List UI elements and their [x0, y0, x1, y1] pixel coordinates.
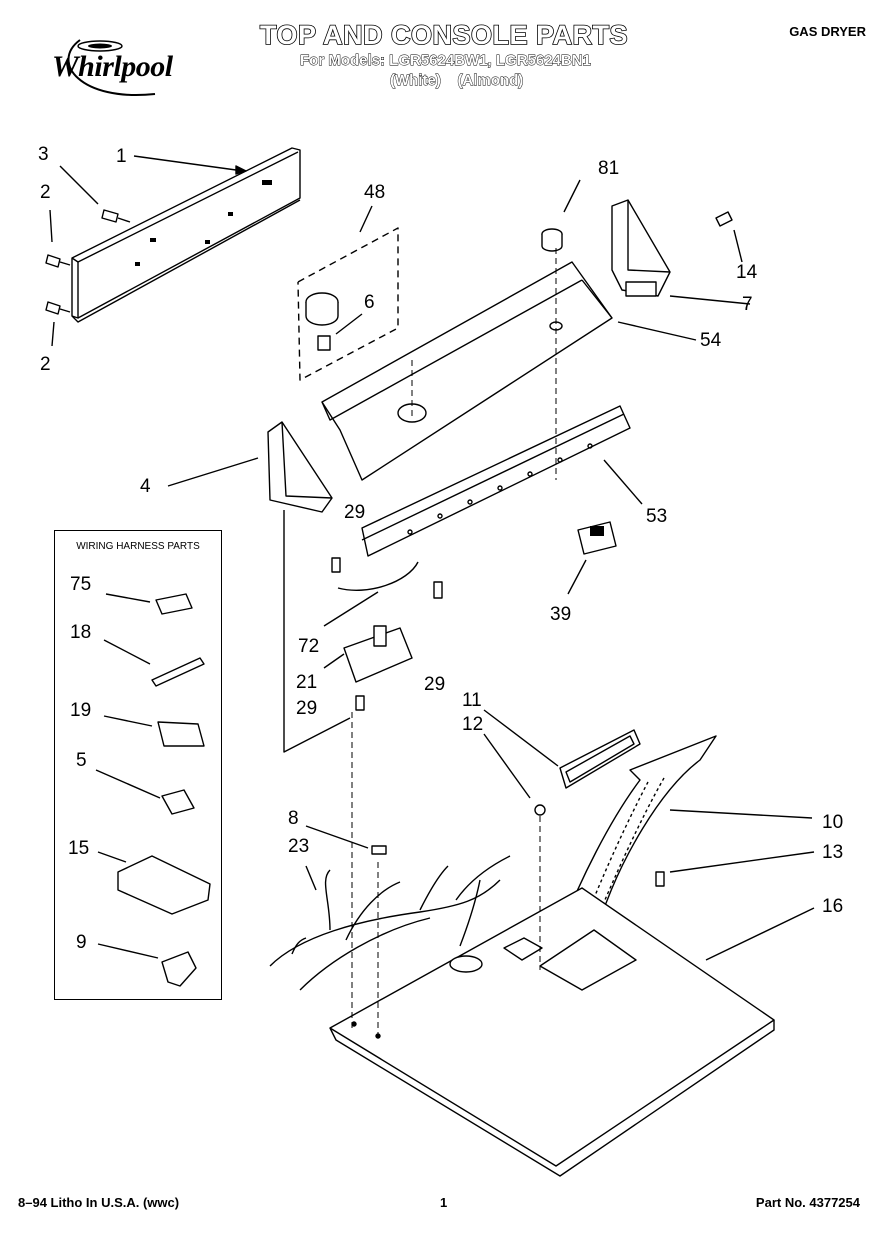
- console-back-panel: [71, 147, 301, 323]
- callout-2b: 2: [40, 354, 51, 375]
- page-title: TOP AND CONSOLE PARTS: [259, 19, 629, 51]
- callout-48: 48: [364, 182, 386, 203]
- screw-2a: [45, 254, 71, 268]
- models-line: For Models: LGR5624BW1, LGR5624BN1: [300, 52, 592, 70]
- terminal-18: [151, 657, 205, 687]
- screw-14: [715, 211, 733, 227]
- lint-screen-11: [559, 729, 641, 789]
- dashed-group-48: [297, 227, 399, 381]
- screw-2b: [45, 301, 71, 315]
- part-number: Part No. 4377254: [755, 1195, 860, 1210]
- litho-note: 8–94 Litho In U.S.A. (wwc): [18, 1195, 180, 1210]
- callout-4: 4: [140, 476, 151, 497]
- connector-19: [157, 721, 205, 747]
- callout-5: 5: [76, 750, 87, 771]
- screw-3: [101, 209, 131, 223]
- control-panel-54: [321, 261, 613, 481]
- wiring-harness-title: WIRING HARNESS PARTS: [76, 541, 200, 552]
- whirlpool-logo: [40, 32, 200, 112]
- callout-21: 21: [296, 672, 318, 693]
- callout-11: 11: [462, 690, 482, 711]
- callout-23: 23: [288, 836, 310, 857]
- knob-81: [541, 228, 563, 252]
- product-type: GAS DRYER: [789, 24, 866, 39]
- connector-5: [161, 789, 195, 815]
- screw-29b: [433, 581, 443, 599]
- connector-15: [117, 855, 211, 915]
- callout-10: 10: [822, 812, 844, 833]
- callout-29c: 29: [296, 698, 318, 719]
- control-rail-53: [361, 405, 631, 557]
- page-number: 1: [440, 1195, 448, 1210]
- wiring-harness-box: [54, 530, 222, 1000]
- screw-29c: [355, 695, 365, 711]
- callout-6: 6: [364, 292, 375, 313]
- callout-75: 75: [70, 574, 92, 595]
- callout-2a: 2: [40, 182, 51, 203]
- callout-14: 14: [736, 262, 758, 283]
- top-panel-16: [329, 887, 775, 1177]
- callout-1: 1: [116, 146, 127, 167]
- end-cap-4: [267, 421, 333, 513]
- screw-13: [655, 871, 665, 887]
- callout-53: 53: [646, 506, 668, 527]
- brand-name: Whirlpool: [52, 50, 173, 83]
- harness-guide: [283, 510, 351, 753]
- callout-81: 81: [598, 158, 620, 179]
- screw-29a: [331, 557, 341, 573]
- leader-lines: [49, 155, 815, 961]
- variants-line: (White) (Almond): [390, 72, 524, 90]
- clip-8: [371, 845, 387, 855]
- callout-8: 8: [288, 808, 299, 829]
- callout-29a: 29: [344, 502, 366, 523]
- end-cap-7: [611, 199, 671, 297]
- callout-19: 19: [70, 700, 92, 721]
- callout-12: 12: [462, 714, 484, 735]
- terminal-75: [155, 593, 193, 615]
- callout-16: 16: [822, 896, 844, 917]
- callout-7: 7: [742, 294, 753, 315]
- fastener-12: [534, 804, 546, 816]
- callout-15: 15: [68, 838, 90, 859]
- wire-72: [337, 561, 419, 591]
- callout-18: 18: [70, 622, 92, 643]
- clip-9: [161, 951, 197, 987]
- knob-6: [305, 292, 339, 351]
- callout-29b: 29: [424, 674, 446, 695]
- callout-72: 72: [298, 636, 320, 657]
- switch-21: [343, 625, 413, 683]
- bracket-39: [577, 521, 617, 555]
- callout-9: 9: [76, 932, 87, 953]
- callout-39: 39: [550, 604, 572, 625]
- callout-3: 3: [38, 144, 49, 165]
- wire-harness-23: [269, 855, 511, 991]
- callout-54: 54: [700, 330, 722, 351]
- callout-13: 13: [822, 842, 844, 863]
